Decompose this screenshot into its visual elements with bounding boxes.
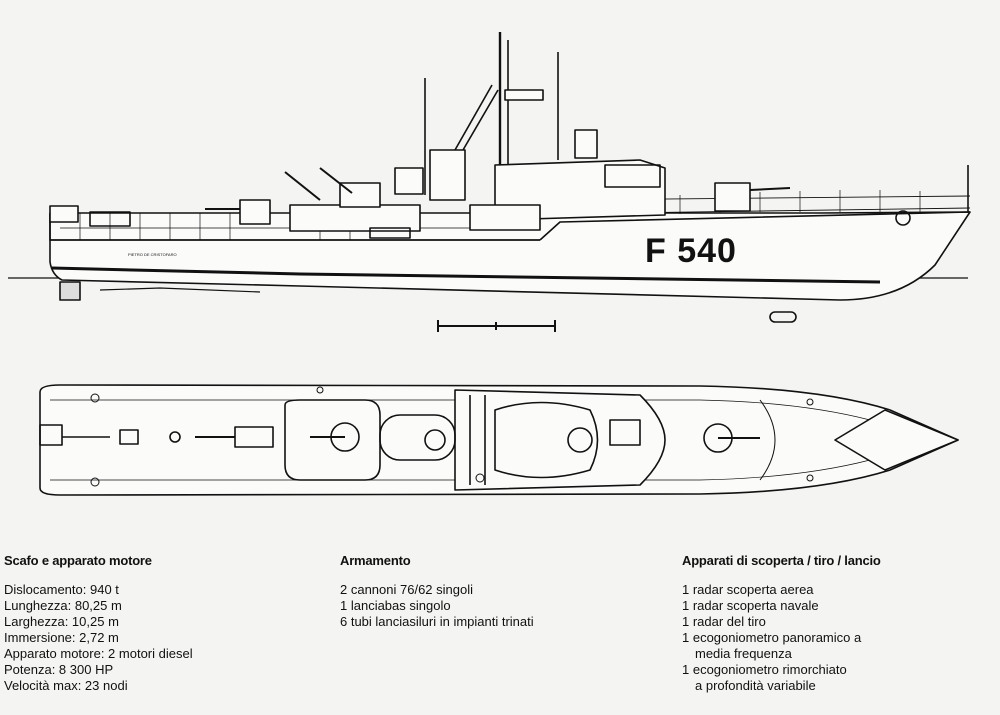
- sensor-line: media frequenza: [695, 646, 792, 661]
- sensor-line: 1 ecogoniometro panoramico a: [682, 630, 862, 645]
- sensors-column: Apparati di scoperta / tiro / lancio 1 r…: [682, 553, 881, 694]
- plan-view: [39, 384, 959, 496]
- armament-line: 2 cannoni 76/62 singoli: [340, 582, 473, 597]
- spec-line: Potenza: 8 300 HP: [4, 662, 114, 677]
- armament-line: 6 tubi lanciasiluri in impianti trinati: [340, 614, 534, 629]
- sensor-line: 1 radar del tiro: [682, 614, 766, 629]
- sensor-line: a profondità variabile: [695, 678, 816, 693]
- spec-line: Dislocamento: 940 t: [4, 582, 119, 597]
- armament-line: 1 lanciabas singolo: [340, 598, 451, 613]
- sensor-line: 1 radar scoperta navale: [682, 598, 819, 613]
- spec-line: Immersione: 2,72 m: [4, 630, 119, 645]
- armament-column: Armamento 2 cannoni 76/62 singoli 1 lanc…: [340, 553, 534, 630]
- side-profile-view: [8, 32, 971, 323]
- sensor-line: 1 radar scoperta aerea: [682, 582, 814, 597]
- hull-number: F 540: [645, 232, 737, 270]
- hull-specs-title: Scafo e apparato motore: [4, 553, 152, 568]
- scale-bar: [437, 320, 556, 332]
- spec-line: Velocità max: 23 nodi: [4, 678, 128, 693]
- spec-line: Lunghezza: 80,25 m: [4, 598, 122, 613]
- spec-line: Apparato motore: 2 motori diesel: [4, 646, 193, 661]
- sensors-title: Apparati di scoperta / tiro / lancio: [682, 553, 881, 568]
- spec-line: Larghezza: 10,25 m: [4, 614, 119, 629]
- ship-name-label: PIETRO DE CRISTOFARO: [128, 252, 177, 257]
- armament-title: Armamento: [340, 553, 411, 568]
- hull-specs-column: Scafo e apparato motore Dislocamento: 94…: [4, 553, 193, 694]
- sensor-line: 1 ecogoniometro rimorchiato: [682, 662, 847, 677]
- ship-drawing: F 540 PIETRO DE CRISTOFARO: [8, 32, 971, 496]
